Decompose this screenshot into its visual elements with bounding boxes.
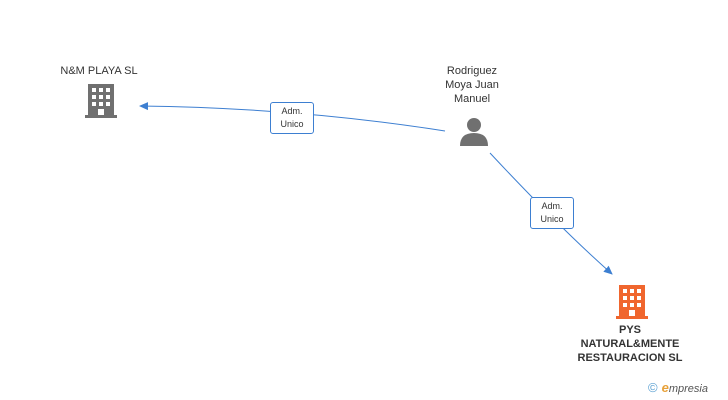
- company-b-name[interactable]: PYS NATURAL&MENTE RESTAURACION SL: [560, 323, 700, 365]
- building-icon[interactable]: [616, 285, 648, 319]
- person-name[interactable]: Rodriguez Moya Juan Manuel: [424, 64, 520, 106]
- brand-name: mpresia: [668, 383, 708, 395]
- edge-label-line-1: Adm.: [541, 201, 563, 211]
- copyright-icon: ©: [648, 380, 658, 395]
- brand-logo: ©empresia: [648, 380, 708, 398]
- building-icon[interactable]: [85, 84, 117, 118]
- person-name-line-3: Manuel: [453, 93, 491, 105]
- edge-label-line-1: Adm.: [281, 106, 303, 116]
- person-name-line-1: Rodriguez: [446, 65, 498, 77]
- company-b-name-line-3: RESTAURACION SL: [577, 352, 683, 364]
- brand-initial: e: [661, 380, 669, 395]
- edge-label-role[interactable]: Adm. Unico: [530, 197, 574, 229]
- edge-label-line-2: Unico: [280, 119, 304, 129]
- company-b-name-line-2: NATURAL&MENTE: [580, 338, 680, 350]
- edge-label-role[interactable]: Adm. Unico: [270, 102, 314, 134]
- edge-label-line-2: Unico: [540, 214, 564, 224]
- company-a-name[interactable]: N&M PLAYA SL: [60, 65, 138, 77]
- person-name-line-2: Moya Juan: [445, 79, 499, 91]
- person-icon[interactable]: [459, 116, 489, 146]
- company-b-name-line-1: PYS: [618, 324, 641, 336]
